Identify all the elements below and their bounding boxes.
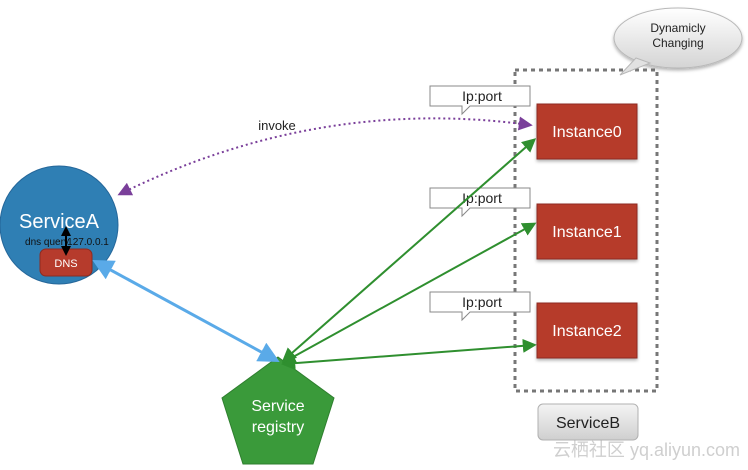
- instance-2: Instance2: [536, 302, 638, 359]
- registry-instance2-arrow: [281, 338, 537, 371]
- dynamic-callout: Dynamicly Changing: [613, 7, 743, 76]
- invoke-label: invoke: [258, 118, 296, 133]
- instance-1-label: Instance1: [552, 224, 621, 241]
- dns-registry-arrow: [92, 259, 280, 363]
- dns-query-label: dns query: [25, 237, 69, 248]
- serviceb-label-box: ServiceB: [537, 403, 639, 441]
- registry-label-line1: Service: [251, 398, 304, 415]
- ip-port-tag-0: Ip:port: [429, 85, 531, 116]
- servicea-label: ServiceA: [19, 211, 100, 233]
- callout-line2: Changing: [652, 36, 703, 50]
- serviceb-label: ServiceB: [556, 415, 620, 432]
- instance-0: Instance0: [536, 103, 638, 160]
- callout-line1: Dynamicly: [650, 21, 705, 35]
- instance-2-label: Instance2: [552, 323, 621, 340]
- servicea-node: ServiceA dns query 127.0.0.1 DNS: [0, 165, 119, 285]
- registry-label-line2: registry: [252, 419, 304, 436]
- instance-0-label: Instance0: [552, 124, 621, 141]
- ip-port-label-0: Ip:port: [462, 88, 502, 104]
- invoke-arrow: [117, 116, 533, 196]
- registry-instance0-arrow: [281, 138, 537, 362]
- watermark: 云栖社区 yq.aliyun.com: [553, 440, 740, 460]
- dns-box-label: DNS: [54, 258, 77, 270]
- service-registry-node: Service registry: [221, 356, 335, 465]
- instance-1: Instance1: [536, 203, 638, 260]
- ip-port-label-2: Ip:port: [462, 294, 502, 310]
- dns-ip-label: 127.0.0.1: [67, 237, 109, 248]
